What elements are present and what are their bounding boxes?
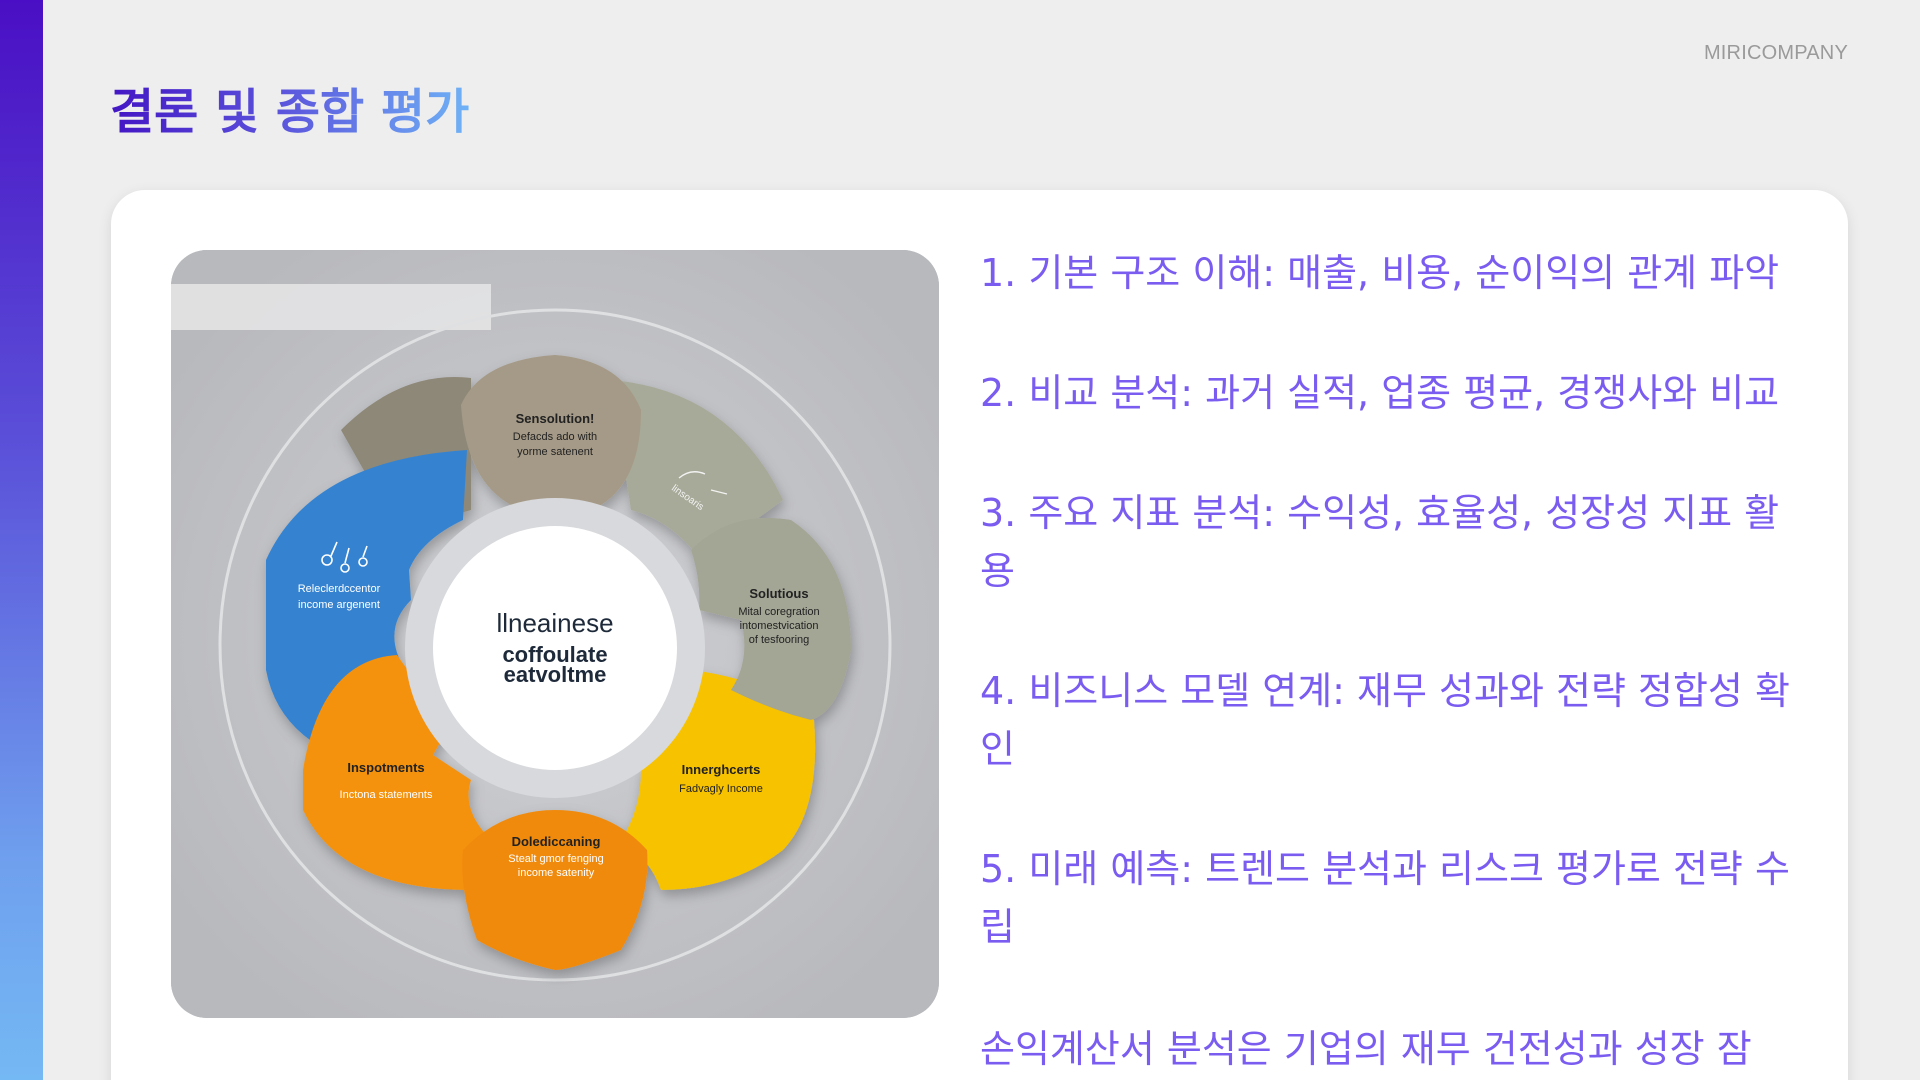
segment-label-text: Inctona statements bbox=[340, 789, 433, 801]
cycle-diagram-image: llneainese coffoulate eatvoltme Sensolut… bbox=[171, 250, 939, 1018]
segment-label-text: Stealt gmor fenging bbox=[508, 853, 603, 865]
segment-label-text: of tesfooring bbox=[749, 634, 810, 646]
arrow-icon bbox=[678, 471, 728, 495]
segment-label-title: Inspotments bbox=[347, 760, 424, 775]
center-label-3: eatvoltme bbox=[504, 662, 607, 687]
segment-label-text: income satenity bbox=[518, 867, 595, 879]
segment-label-title: Dolediccaning bbox=[512, 834, 601, 849]
list-item: 2. 비교 분석: 과거 실적, 업종 평균, 경쟁사와 비교 bbox=[980, 371, 1780, 415]
page-title: 결론 및 종합 평가 bbox=[110, 84, 470, 140]
segment-label-text: yorme satenent bbox=[517, 446, 593, 458]
outer-ring bbox=[218, 308, 892, 982]
list-item: 1. 기본 구조 이해: 매출, 비용, 순이익의 관계 파악 bbox=[980, 251, 1780, 295]
segment-yellow bbox=[621, 670, 816, 890]
segment-label-title: Sensolution! bbox=[516, 411, 595, 426]
list-item: 5. 미래 예측: 트렌드 분석과 리스크 평가로 전략 수립 bbox=[980, 847, 1790, 949]
segment-orange-bottom bbox=[462, 810, 648, 970]
segment-blue bbox=[266, 450, 467, 770]
list-item: 3. 주요 지표 분석: 수익성, 효율성, 성장성 지표 활용 bbox=[980, 491, 1780, 593]
segment-label-title: Solutious bbox=[749, 586, 808, 601]
molecule-icon bbox=[321, 541, 368, 573]
left-accent-bar bbox=[0, 0, 43, 1080]
segment-label-text: Defacds ado with bbox=[513, 431, 597, 443]
segment-label-text: intomestvication bbox=[740, 620, 819, 632]
content-card: llneainese coffoulate eatvoltme Sensolut… bbox=[111, 190, 1848, 1080]
center-disc bbox=[433, 526, 677, 770]
segment-label-title: Releclerdccentor bbox=[298, 583, 381, 595]
center-label-1: llneainese bbox=[496, 608, 613, 638]
center-label-2: coffoulate bbox=[502, 642, 607, 667]
segment-label-title: Innerghcerts bbox=[682, 762, 761, 777]
segment-sage-top-right bbox=[611, 380, 783, 560]
segment-label-text: income argenent bbox=[298, 599, 380, 611]
segment-tan-top bbox=[461, 355, 641, 515]
list-item: 4. 비즈니스 모델 연계: 재무 성과와 전략 정합성 확인 bbox=[980, 669, 1790, 771]
segment-label-text: Mital coregration bbox=[738, 606, 819, 618]
image-top-band bbox=[171, 284, 491, 330]
summary-text: 손익계산서 분석은 기업의 재무 건전성과 성장 잠 bbox=[980, 1027, 1752, 1071]
segment-label-text: Fadvagly Income bbox=[679, 783, 763, 795]
segment-sage-right bbox=[691, 518, 851, 720]
conclusion-list: 1. 기본 구조 이해: 매출, 비용, 순이익의 관계 파악 2. 비교 분석… bbox=[980, 244, 1800, 1018]
company-name: MIRICOMPANY bbox=[1703, 42, 1848, 64]
